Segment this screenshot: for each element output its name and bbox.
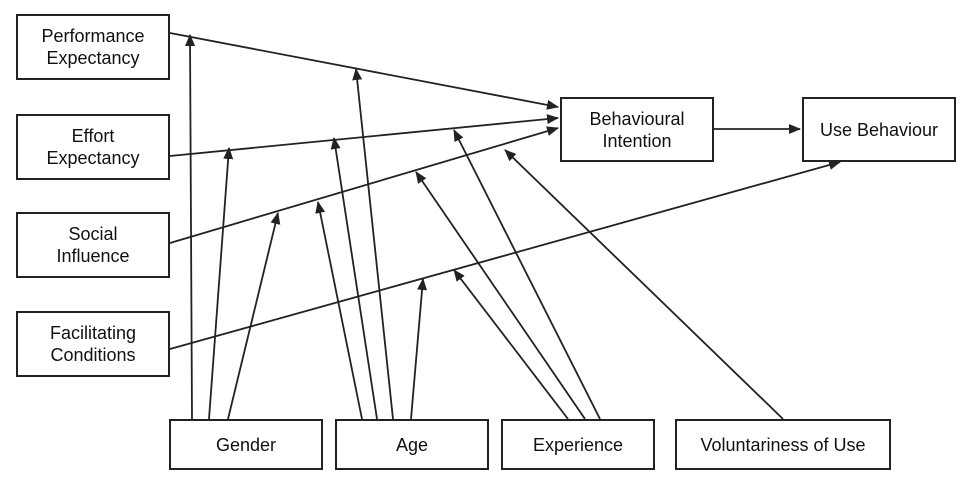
node-age: Age [335, 419, 489, 470]
node-label: Gender [215, 434, 277, 455]
node-behavioural-intention: Behavioural Intention [560, 97, 714, 162]
arrow-experience-to-effort-line [453, 129, 601, 420]
node-label: Social Influence [56, 224, 130, 266]
arrow-gender-to-performance-line [185, 34, 196, 420]
node-label: Age [395, 434, 429, 455]
node-gender: Gender [169, 419, 323, 470]
arrow-gender-to-effort-line [208, 147, 234, 420]
node-label: Effort Expectancy [46, 126, 140, 168]
arrow-experience-to-facilitating-line [453, 269, 569, 420]
arrow-age-to-effort-line [330, 137, 378, 420]
node-performance-expectancy: Performance Expectancy [16, 14, 170, 80]
node-experience: Experience [501, 419, 655, 470]
arrow-age-to-social-line [315, 201, 363, 420]
arrow-social-to-intention [169, 126, 559, 244]
node-label: Use Behaviour [819, 119, 939, 140]
arrow-performance-to-intention [169, 32, 559, 110]
node-facilitating-conditions: Facilitating Conditions [16, 311, 170, 377]
arrow-experience-to-social-line [415, 171, 586, 420]
node-voluntariness-of-use: Voluntariness of Use [675, 419, 891, 470]
node-label: Voluntariness of Use [700, 434, 866, 455]
node-label: Experience [532, 434, 624, 455]
arrow-age-to-facilitating-line [410, 278, 428, 420]
node-use-behaviour: Use Behaviour [802, 97, 956, 162]
node-social-influence: Social Influence [16, 212, 170, 278]
arrow-age-to-performance-line [352, 68, 394, 420]
node-label: Facilitating Conditions [49, 323, 137, 365]
node-label: Behavioural Intention [589, 108, 685, 151]
node-label: Performance Expectancy [41, 26, 145, 68]
arrow-gender-to-social-line [227, 212, 281, 420]
node-effort-expectancy: Effort Expectancy [16, 114, 170, 180]
arrow-facilitating-to-use-behaviour [169, 160, 841, 350]
arrow-voluntariness-to-social-line [504, 149, 784, 420]
